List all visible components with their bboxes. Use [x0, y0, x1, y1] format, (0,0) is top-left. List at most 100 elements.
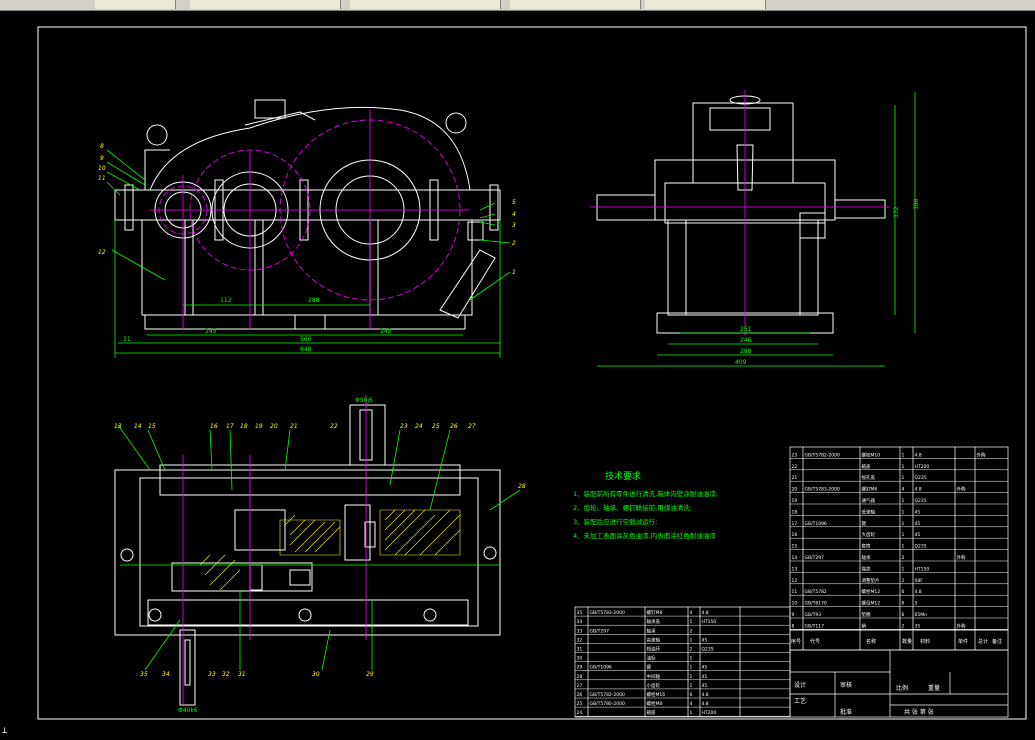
- part-10: 10: [98, 165, 106, 172]
- bom-right-cell: 键: [862, 520, 867, 527]
- bom-left-cell: GB/T297: [590, 628, 610, 634]
- dim-246: 246: [740, 337, 752, 344]
- bom-right-cell: 12: [792, 578, 798, 584]
- bom-left-cell: 28: [577, 674, 583, 680]
- bom-left-cell: 26: [577, 692, 583, 698]
- bom-right-cell: 外购: [957, 486, 966, 493]
- toolbar-segment[interactable]: [350, 0, 501, 9]
- bom-right-cell: 1: [902, 464, 905, 470]
- part-27: 27: [468, 423, 476, 430]
- bom-right-cell: 套筒: [862, 543, 871, 550]
- tb-process: 工艺: [794, 697, 806, 705]
- bom-left-cell: 键: [647, 664, 652, 671]
- bom-left-cell: 2: [690, 647, 693, 653]
- side-view-dimension-text: 372 398 251 246 288 409: [735, 198, 920, 366]
- bom-right-cell: 螺栓M12: [862, 588, 881, 595]
- bom-right-cell: 10: [792, 601, 798, 607]
- side-view: [596, 95, 886, 334]
- dim-shaft-dia-in: Φ40k6: [178, 707, 198, 714]
- bom-left-cell: 45: [702, 674, 708, 680]
- bom-left-cell: 油标: [647, 655, 656, 662]
- bom-right-cell: 23: [792, 452, 798, 458]
- bom-right-cell: 45: [915, 521, 921, 527]
- bom-left-cell: 轴承盖: [647, 618, 661, 625]
- bom-right-cell: 6: [902, 612, 905, 618]
- bom-left-cell: 25: [577, 701, 583, 707]
- part-5: 5: [512, 199, 516, 206]
- tb-scale: 比例: [896, 684, 908, 692]
- front-view-dimensions: [106, 149, 511, 358]
- bom-right-cell: 轴承: [862, 554, 871, 561]
- bom-right-cell: 2: [902, 578, 905, 584]
- toolbar-segment[interactable]: [95, 0, 176, 9]
- part-14: 14: [134, 423, 142, 430]
- bom-right-cell: 13: [792, 566, 798, 572]
- bom-right-cell: 4.8: [915, 452, 922, 458]
- bom-left-cell: 4.8: [702, 692, 709, 698]
- bom-left-cell: 中间轴: [647, 673, 661, 680]
- bom-left-cell: 挡油环: [647, 646, 661, 653]
- part-16: 16: [210, 423, 218, 430]
- bom-left-cell: 小齿轮: [647, 682, 661, 689]
- bom-left-cell: 螺钉M8: [647, 609, 663, 616]
- tb-design: 设计: [794, 681, 806, 689]
- bom-left-cell: 1: [690, 656, 693, 662]
- bom-header-cell: 数量: [902, 638, 912, 645]
- part-19: 19: [255, 423, 263, 430]
- bom-left-cell: 33: [577, 628, 583, 634]
- dim-shaft-dia-out: Φ50j6: [355, 397, 373, 404]
- toolbar-segment[interactable]: [510, 0, 641, 9]
- bom-header-cell: 名称: [866, 638, 876, 645]
- cad-drawing-canvas[interactable]: 112 288 245 245 31 560 648 8 9 10 11 12 …: [0, 11, 1035, 736]
- bom-right-cell: 08F: [915, 578, 924, 584]
- bom-right-cell: 65Mn: [915, 612, 928, 618]
- tb-weight: 重量: [928, 684, 940, 692]
- bom-left-cell: 31: [577, 647, 583, 653]
- dim-288: 288: [740, 348, 752, 355]
- bom-right-cell: 6: [902, 601, 905, 607]
- bom-left-cell: 35: [577, 610, 583, 616]
- bom-right-cell: 外购: [957, 554, 966, 561]
- bom-right-cell: 8: [792, 623, 795, 629]
- bom-left-cell: 30: [577, 656, 583, 662]
- bom-left-cell: 1: [690, 637, 693, 643]
- part-3: 3: [512, 222, 516, 229]
- part-28: 28: [518, 483, 526, 490]
- bom-right-cell: HT200: [915, 464, 930, 470]
- bom-left-cell: 轴承: [647, 627, 656, 634]
- bom-right-cell: 外购: [957, 622, 966, 629]
- bom-right-cell: GB/T117: [805, 623, 825, 629]
- tb-check: 审核: [840, 681, 852, 689]
- dim-398: 398: [913, 198, 920, 210]
- part-8: 8: [100, 143, 104, 150]
- side-view-dimensions: [597, 92, 916, 367]
- bom-left-cell: 24: [577, 710, 583, 716]
- part-9: 9: [100, 155, 104, 162]
- toolbar-segment[interactable]: [645, 0, 766, 9]
- toolbar-segment[interactable]: [190, 0, 341, 9]
- part-13: 13: [114, 423, 122, 430]
- bom-right-cell: 45: [915, 509, 921, 515]
- part-24: 24: [415, 423, 423, 430]
- bom-right-cell: 外购: [977, 451, 986, 458]
- part-18: 18: [240, 423, 248, 430]
- bom-right-cell: 11: [792, 589, 798, 595]
- bom-left-cell: 高速轴: [647, 636, 661, 643]
- bom-right-cell: 45: [915, 532, 921, 538]
- part-20: 20: [270, 423, 278, 430]
- bom-right-cell: 螺栓M10: [862, 451, 881, 458]
- bom-right-cell: 15: [792, 544, 798, 550]
- bom-right-cell: 1: [902, 532, 905, 538]
- bom-right-cell: 通气器: [862, 497, 876, 504]
- window-toolbar-strip: [0, 0, 1035, 11]
- bom-left-cell: 45: [702, 683, 708, 689]
- bom-right-cell: 9: [792, 612, 795, 618]
- bom-table-right: [789, 446, 1009, 651]
- top-view-hatching: [199, 509, 461, 591]
- bom-header-cell: 代号: [810, 638, 820, 645]
- bom-left-cell: 34: [577, 619, 583, 625]
- part-25: 25: [432, 423, 440, 430]
- bom-right-cell: 1: [902, 544, 905, 550]
